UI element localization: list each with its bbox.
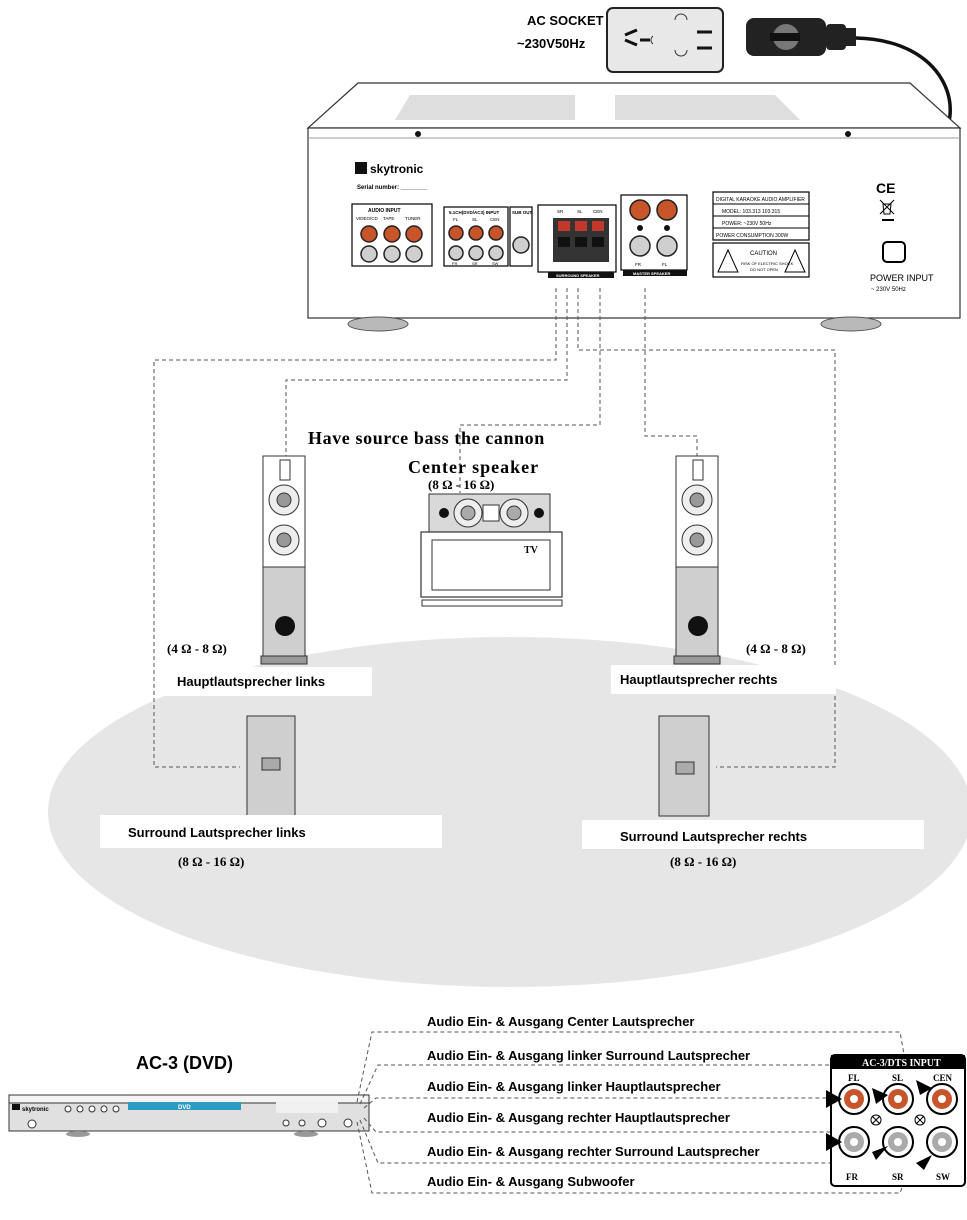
amplifier-brand: skytronic bbox=[370, 162, 424, 176]
power-input-socket bbox=[882, 241, 906, 263]
power-input-label: POWER INPUT bbox=[870, 273, 934, 283]
tv-icon: TV bbox=[420, 531, 563, 607]
dvd-display bbox=[128, 1102, 241, 1110]
connection-left-surround: Audio Ein- & Ausgang linker Surround Lau… bbox=[427, 1048, 750, 1063]
center-speaker bbox=[428, 493, 551, 533]
input-label-cen: CEN bbox=[933, 1073, 953, 1083]
surround-left-speaker bbox=[246, 715, 296, 817]
ac-socket-title: AC SOCKET bbox=[527, 13, 604, 28]
main-right-impedance: (4 Ω - 8 Ω) bbox=[746, 641, 806, 656]
amp-jack-cen: CEN bbox=[490, 217, 500, 222]
ce-mark: CE bbox=[876, 180, 895, 196]
dvd-wires bbox=[356, 1031, 906, 1194]
tv-label: TV bbox=[524, 545, 539, 556]
surround-left-impedance: (8 Ω - 16 Ω) bbox=[178, 854, 244, 869]
center-speaker-impedance: (8 Ω - 16 Ω) bbox=[428, 477, 494, 492]
surround-jack-sl: SL bbox=[577, 209, 583, 214]
ac-socket-group: AC SOCKET ~230V50Hz bbox=[517, 7, 724, 73]
input-label-sl: SL bbox=[892, 1073, 903, 1083]
main-left-impedance: (4 Ω - 8 Ω) bbox=[167, 641, 227, 656]
surround-jack-cen: CEN bbox=[593, 209, 603, 214]
info-line-1: DIGITAL KARAOKE AUDIO AMPLIFIER bbox=[716, 197, 805, 203]
amp-jack-sw: SW bbox=[492, 261, 499, 266]
surround-right-impedance: (8 Ω - 16 Ω) bbox=[670, 854, 736, 869]
surround-speaker-title: SURROUND SPEAKER bbox=[556, 273, 600, 278]
amp-jack-fl: FL bbox=[453, 217, 459, 222]
dvd-connection-labels: Audio Ein- & Ausgang Center Lautsprecher… bbox=[417, 1009, 827, 1191]
ac-socket-icon bbox=[606, 7, 724, 73]
input-label-sw: SW bbox=[936, 1172, 950, 1182]
speaker-wires bbox=[153, 288, 836, 768]
audio-input-title: AUDIO INPUT bbox=[368, 208, 401, 214]
caution-text-2: DO NOT OPEN bbox=[750, 267, 778, 272]
center-speaker-label: Center speaker bbox=[408, 457, 539, 477]
audio-input-jack-2: TAPE bbox=[383, 216, 394, 221]
ac3-input-panel: AC-3/DTS INPUT FL SL CEN FR SR SW bbox=[826, 1054, 966, 1187]
dvd-title: AC-3 (DVD) bbox=[136, 1053, 233, 1073]
master-speaker-title: MASTER SPEAKER bbox=[633, 271, 670, 276]
master-jack-fr: FR bbox=[635, 262, 642, 267]
audio-input-jack-3: TUNER bbox=[405, 216, 421, 221]
info-line-2: MODEL: 103.313 103.315 bbox=[722, 209, 780, 215]
dvd-player: skytronic DVD bbox=[8, 1094, 370, 1137]
sub-out-label: SUB OUT bbox=[512, 210, 533, 215]
amplifier-rear-panel: skytronic Serial number: ________ AUDIO … bbox=[306, 82, 962, 332]
connection-left-main: Audio Ein- & Ausgang linker Hauptlautspr… bbox=[427, 1079, 721, 1094]
connection-right-surround: Audio Ein- & Ausgang rechter Surround La… bbox=[427, 1144, 760, 1159]
ac-socket-voltage: ~230V50Hz bbox=[517, 36, 586, 51]
main-right-label: Hauptlautsprecher rechts bbox=[620, 672, 778, 687]
surround-left-label: Surround Lautsprecher links bbox=[128, 825, 306, 840]
main-left-label: Hauptlautsprecher links bbox=[177, 674, 325, 689]
connection-right-main: Audio Ein- & Ausgang rechter Hauptlautsp… bbox=[427, 1110, 730, 1125]
amp-jack-fr: FR bbox=[452, 261, 457, 266]
dvd-input-title: 5.1CH(DVD/AC3) INPUT bbox=[449, 210, 500, 215]
input-label-fl: FL bbox=[848, 1073, 860, 1083]
info-line-4: POWER CONSUMPTION 300W bbox=[716, 233, 789, 239]
surround-right-label: Surround Lautsprecher rechts bbox=[620, 829, 807, 844]
power-plug-icon bbox=[746, 18, 856, 56]
master-jack-fl: FL bbox=[662, 262, 668, 267]
surround-right-speaker bbox=[658, 715, 710, 817]
input-label-sr: SR bbox=[892, 1172, 904, 1182]
connection-subwoofer: Audio Ein- & Ausgang Subwoofer bbox=[427, 1174, 635, 1189]
power-input-rating: ~ 230V 50Hz bbox=[871, 287, 906, 293]
amp-jack-sl: SL bbox=[472, 217, 478, 222]
caution-title: CAUTION bbox=[750, 251, 777, 257]
caution-text-1: RISK OF ELECTRIC SHOCK bbox=[741, 261, 794, 266]
dvd-display-text: DVD bbox=[178, 1105, 191, 1111]
main-right-speaker bbox=[673, 455, 721, 665]
speakers-heading: Have source bass the cannon bbox=[308, 428, 545, 448]
input-label-fr: FR bbox=[846, 1172, 858, 1182]
input-panel-title: AC-3/DTS INPUT bbox=[862, 1058, 941, 1069]
amp-jack-sr: SR bbox=[472, 261, 478, 266]
audio-input-jack-1: VIDEO/CD bbox=[356, 216, 379, 221]
info-line-3: POWER: ~230V 50Hz bbox=[722, 221, 772, 227]
amplifier-serial: Serial number: ________ bbox=[357, 185, 428, 191]
main-left-speaker bbox=[260, 455, 308, 665]
dvd-brand: skytronic bbox=[22, 1107, 49, 1113]
connection-center: Audio Ein- & Ausgang Center Lautsprecher bbox=[427, 1014, 695, 1029]
surround-jack-sr: SR bbox=[557, 209, 564, 214]
